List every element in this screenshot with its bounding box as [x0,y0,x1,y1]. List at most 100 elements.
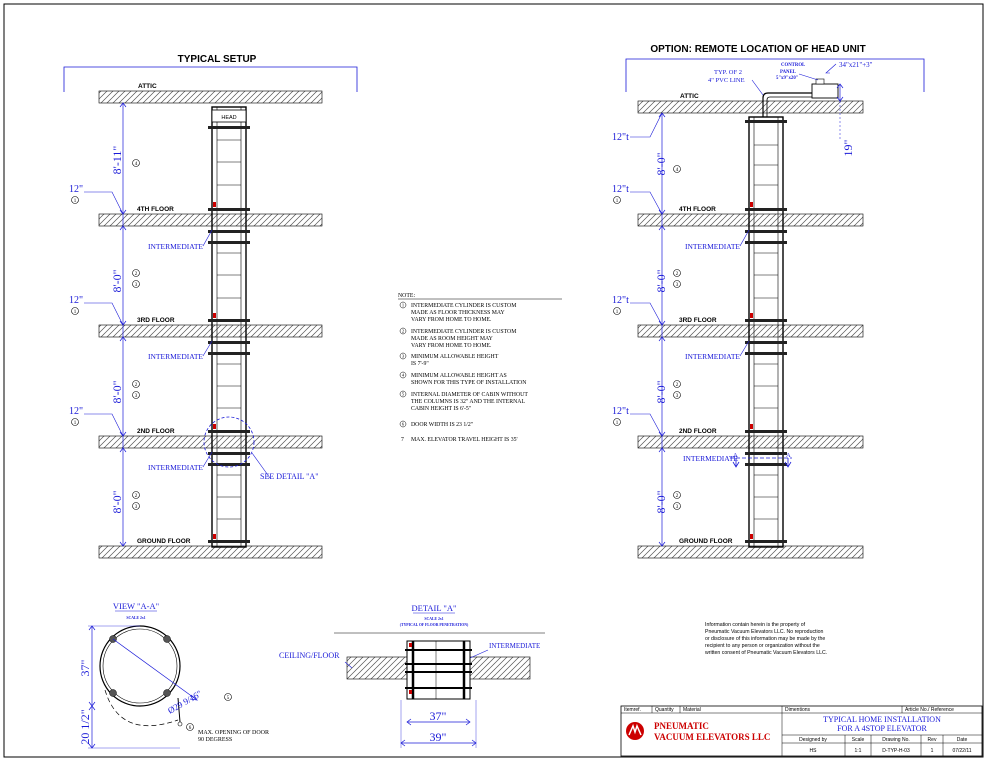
floor4-label: 4TH FLOOR [137,206,174,213]
door-note-2: 90 DEGRESS [198,737,232,743]
r-floor3-slab [637,324,864,338]
attic-label: ATTIC [138,83,157,90]
svg-text:4: 4 [402,373,405,378]
head-label: HEAD [221,115,236,121]
view-height-dim: 37" [78,659,92,676]
svg-text:3: 3 [135,505,138,510]
note-4-line1: MINIMUM ALLOWABLE HEIGHT AS [411,373,507,379]
svg-text:1: 1 [616,421,619,426]
svg-text:2: 2 [135,383,138,388]
tb-h-qty: Quantity [655,707,674,713]
r-intermediate-2nd: INTERMEDIATE [683,454,738,463]
tb-drawing: D-TYP-H-03 [882,748,910,754]
note-1-line3: VARY FROM HOME TO HOME. [411,317,492,323]
r-slab-4th: 12"t [612,184,629,195]
svg-text:1: 1 [74,421,77,426]
r-ground-label: GROUND FLOOR [679,538,733,545]
note-2-line3: VARY FROM HOME TO HOME. [411,343,492,349]
svg-text:4: 4 [676,168,679,173]
see-detail-label: SEE DETAIL "A" [260,472,318,481]
note-7-line1: MAX. ELEVATOR TRAVEL HEIGHT IS 35' [411,437,518,443]
detail-intermediate-label: INTERMEDIATE [489,642,540,650]
note-2-line1: INTERMEDIATE CYLINDER IS CUSTOM [411,329,516,335]
view-aa-title: VIEW "A-A" [113,601,159,611]
tb-date: 07/22/11 [952,748,971,754]
view-aa-scale: SCALE 2x1 [126,616,145,620]
detail-a-sub: (TYPICAL OF FLOOR PENETRATION) [400,623,469,627]
disclaimer-line-4: recipient to any person or organization … [705,643,820,649]
tb-scale: 1:1 [855,748,862,754]
typical-setup: TYPICAL SETUP ATTIC 4TH FLOOR 3RD FLOOR … [63,54,358,559]
svg-text:3: 3 [676,283,679,288]
door-note-1: MAX. OPENING OF DOOR [198,730,269,736]
panel-label-1: CONTROL [781,63,805,68]
drawing-desc-1: TYPICAL HOME INSTALLATION [823,715,941,724]
tb-h-dims: Dimentions [785,707,811,713]
note-5-line3: CABIN HEIGHT IS 6'-5" [411,406,471,412]
tb-l-date: Date [957,737,968,743]
note-1-line2: MADE AS FLOOR THICKNESS MAY [411,310,506,316]
svg-text:1: 1 [74,310,77,315]
floor2-label: 2ND FLOOR [137,428,175,435]
detail-a-title: DETAIL "A" [412,603,457,613]
svg-text:2: 2 [135,272,138,277]
note-1-line1: INTERMEDIATE CYLINDER IS CUSTOM [411,303,516,309]
note-6-line1: DOOR WIDTH IS 23 1/2" [411,422,473,428]
intermediate-3rd: INTERMEDIATE [148,352,203,361]
r-dim-3rd-2nd: 8'-0" [654,380,668,403]
attic-slab [98,90,323,104]
tb-l-scale: Scale [852,737,865,743]
tb-designed: HS [810,748,818,754]
svg-text:1: 1 [616,310,619,315]
note-5-line2: THE COLUMNS IS 32" AND THE INTERNAL [411,399,525,405]
svg-text:1: 1 [402,303,404,308]
drawing-desc-2: FOR A 4STOP ELEVATOR [837,724,927,733]
svg-text:2: 2 [135,494,138,499]
note-4-line2: SHOWN FOR THIS TYPE OF INSTALLATION [411,380,527,386]
view-a-a: VIEW "A-A" SCALE 2x1 Ø29 9/16" 5 6 MAX. … [78,601,269,749]
remote-setup: OPTION: REMOTE LOCATION OF HEAD UNIT ATT… [612,44,925,559]
svg-text:4: 4 [135,162,138,167]
control-panel [815,78,825,85]
section-mark-left: A [733,452,738,459]
detail-dim-39: 39" [430,730,447,744]
head-unit [211,109,247,123]
r-intermediate-4th: INTERMEDIATE [685,242,740,251]
r-floor4-slab [637,213,864,227]
floor3-slab [98,324,323,338]
r-attic-label: ATTIC [680,93,699,100]
detail-a: DETAIL "A" SCALE 2x1 (TYPICAL OF FLOOR P… [279,603,545,748]
slab-4th: 12" [69,184,83,195]
svg-text:3: 3 [676,394,679,399]
ceiling-floor-label: CEILING/FLOOR [279,651,340,660]
disclaimer: Information contain herein is the proper… [705,622,827,656]
detail-a-marker [203,416,255,468]
dim-3rd-2nd: 8'-0" [110,380,124,403]
detail-dim-37: 37" [430,709,447,723]
r-dim-4th-3rd: 8'-0" [654,269,668,292]
svg-text:2: 2 [676,272,679,277]
r-dim-attic-4th: 8'-0" [654,152,668,175]
svg-text:5: 5 [402,392,405,397]
svg-text:3: 3 [135,283,138,288]
callout-6: 6 [189,726,192,731]
disclaimer-line-1: Information contain herein is the proper… [705,622,806,628]
floor4-slab [98,213,323,227]
typical-setup-title: TYPICAL SETUP [178,54,257,65]
company-logo [626,722,644,740]
notes-title: NOTE: [398,293,415,299]
r-intermediate-3rd: INTERMEDIATE [685,352,740,361]
tb-l-designed: Designed by [799,737,827,743]
svg-text:2: 2 [676,383,679,388]
slab-2nd: 12" [69,406,83,417]
detail-a-scale: SCALE 2x1 [424,617,443,621]
tb-h-material: Material [683,707,701,713]
r-floor3-label: 3RD FLOOR [679,317,717,324]
door-swing-arc [104,689,179,727]
svg-text:1: 1 [74,199,77,204]
dim-4th-3rd: 8'-0" [110,269,124,292]
r-slab-3rd: 12"t [612,295,629,306]
intermediate-4th: INTERMEDIATE [148,242,203,251]
panel-label-3: 5"x9"x20" [776,76,799,81]
